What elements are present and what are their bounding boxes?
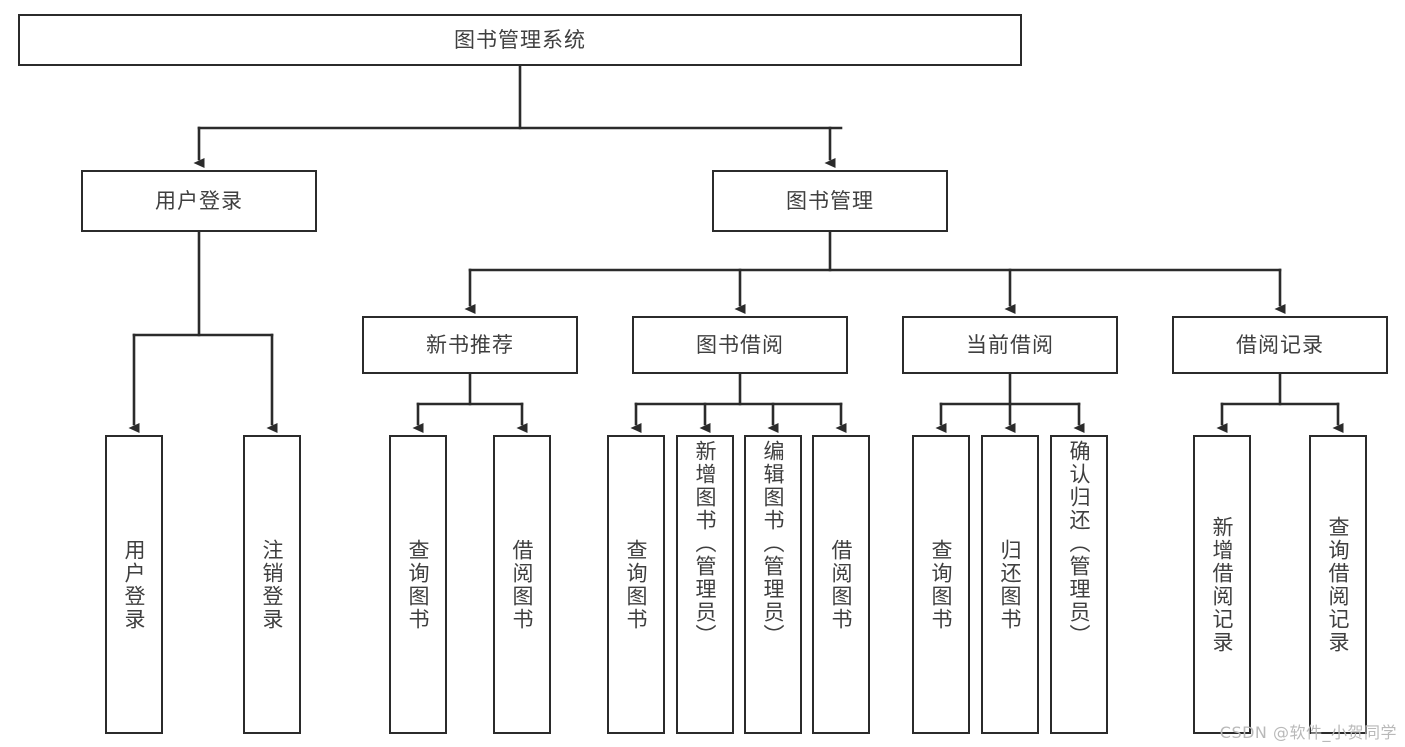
node-leaf-borrow-book-1[interactable]: 借阅图书 — [493, 435, 551, 734]
node-leaf-query-record-label: 查询借阅记录 — [1326, 515, 1351, 654]
node-leaf-add-book-label: 新增图书（管理员） — [693, 440, 718, 647]
node-leaf-query-book-1-label: 查询图书 — [406, 538, 431, 631]
node-leaf-confirm-return-label: 确认归还（管理员） — [1067, 440, 1092, 647]
node-new-book-recommend[interactable]: 新书推荐 — [362, 316, 578, 374]
node-leaf-return-book[interactable]: 归还图书 — [981, 435, 1039, 734]
node-book-management-label: 图书管理 — [786, 188, 874, 213]
node-leaf-logout-label: 注销登录 — [260, 538, 285, 631]
node-book-borrow-label: 图书借阅 — [696, 332, 784, 357]
node-leaf-query-book-2-label: 查询图书 — [624, 538, 649, 631]
node-leaf-query-book-3[interactable]: 查询图书 — [912, 435, 970, 734]
node-user-login-label: 用户登录 — [155, 188, 243, 213]
node-leaf-add-record-label: 新增借阅记录 — [1210, 515, 1235, 654]
node-leaf-add-book[interactable]: 新增图书（管理员） — [676, 435, 734, 734]
node-current-borrow-label: 当前借阅 — [966, 332, 1054, 357]
node-new-book-recommend-label: 新书推荐 — [426, 332, 514, 357]
node-borrow-record[interactable]: 借阅记录 — [1172, 316, 1388, 374]
node-root[interactable]: 图书管理系统 — [18, 14, 1022, 66]
node-leaf-edit-book-label: 编辑图书（管理员） — [761, 440, 786, 647]
node-leaf-query-book-2[interactable]: 查询图书 — [607, 435, 665, 734]
node-leaf-return-book-label: 归还图书 — [998, 538, 1023, 631]
node-leaf-add-record[interactable]: 新增借阅记录 — [1193, 435, 1251, 734]
node-leaf-borrow-book-1-label: 借阅图书 — [510, 538, 535, 631]
node-borrow-record-label: 借阅记录 — [1236, 332, 1324, 357]
node-leaf-confirm-return[interactable]: 确认归还（管理员） — [1050, 435, 1108, 734]
node-leaf-borrow-book-2[interactable]: 借阅图书 — [812, 435, 870, 734]
node-leaf-query-book-3-label: 查询图书 — [929, 538, 954, 631]
node-leaf-user-login[interactable]: 用户登录 — [105, 435, 163, 734]
node-leaf-borrow-book-2-label: 借阅图书 — [829, 538, 854, 631]
node-leaf-logout[interactable]: 注销登录 — [243, 435, 301, 734]
node-root-label: 图书管理系统 — [454, 27, 586, 52]
node-user-login[interactable]: 用户登录 — [81, 170, 317, 232]
node-book-borrow[interactable]: 图书借阅 — [632, 316, 848, 374]
node-leaf-user-login-label: 用户登录 — [122, 538, 147, 631]
node-leaf-edit-book[interactable]: 编辑图书（管理员） — [744, 435, 802, 734]
node-leaf-query-book-1[interactable]: 查询图书 — [389, 435, 447, 734]
node-current-borrow[interactable]: 当前借阅 — [902, 316, 1118, 374]
node-leaf-query-record[interactable]: 查询借阅记录 — [1309, 435, 1367, 734]
node-book-management[interactable]: 图书管理 — [712, 170, 948, 232]
